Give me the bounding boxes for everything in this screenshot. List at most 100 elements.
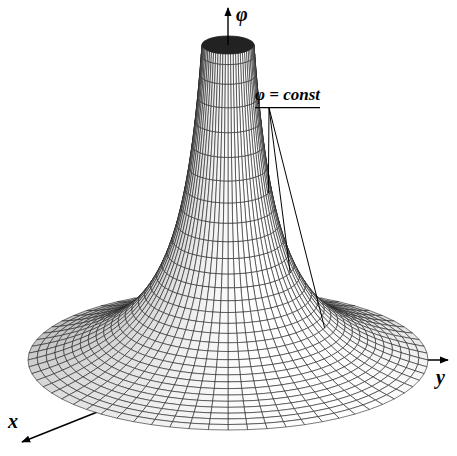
mesh-cell [192,366,205,374]
axis-label: y [436,366,445,388]
mesh-cell [201,381,215,388]
axis-label: x [8,410,18,432]
mesh-cell [228,108,231,133]
mesh-cell [220,312,228,323]
mesh-cell [198,341,209,351]
mesh-cell [202,322,212,333]
mesh-cell [228,419,247,425]
mesh-cell [217,360,228,368]
mesh-cell [194,358,207,367]
mesh-cell [208,342,219,351]
mesh-cell [228,407,245,413]
mesh-cell [231,54,234,65]
mesh-cell [205,359,217,367]
mesh-cell [220,301,228,313]
mesh-cell [232,181,237,203]
mesh-cell [224,133,228,158]
mesh-cell [228,288,235,301]
mesh-cell [211,407,228,413]
mesh-cell [214,388,228,395]
mesh-cell [204,311,213,322]
mesh-cell [222,64,225,84]
mesh-cell [228,312,236,323]
mesh-cell [242,388,257,395]
mesh-cell [217,241,223,258]
mesh-cell [228,223,233,242]
mesh-cell [238,351,249,360]
mesh-cell [212,312,221,323]
mesh-cell [265,422,286,429]
mesh-cell [213,300,221,312]
mesh-cell [231,132,235,157]
mesh-cell [219,323,228,333]
mesh-cell [209,419,228,425]
mesh-cell [223,223,228,242]
mesh-cell [234,274,241,288]
mesh-cell [228,157,232,181]
surface-mesh [28,36,428,430]
mesh-cell [218,223,223,242]
mesh-cell [251,366,264,374]
mesh-cell [228,413,246,419]
mesh-cell [233,223,238,242]
mesh-cell [228,323,237,333]
mesh-cell [224,181,228,203]
mesh-cell [228,395,243,401]
mesh-cell [228,401,244,407]
mesh-cell [198,394,214,401]
mesh-cell [228,181,232,203]
mesh-cell [225,84,228,108]
mesh-cell [225,54,228,65]
mesh-cell [170,422,191,429]
mesh-cell [228,424,248,430]
label-underline [255,107,320,108]
mesh-cell [189,423,209,429]
mesh-cell [228,274,234,288]
mesh-cell [218,343,228,352]
mesh-cell [206,300,214,312]
mesh-cell [199,388,214,395]
mesh-cell [241,381,255,388]
mesh-cell [220,181,225,203]
mesh-cell [240,374,254,382]
mesh-cell [228,388,242,395]
mesh-cell [247,341,258,351]
mesh-cell [222,274,228,288]
mesh-cell [215,274,222,288]
mesh-cell [228,301,236,313]
axis-label: φ [236,3,248,25]
mesh-cell [215,375,228,382]
mesh-cell [253,47,254,58]
mesh-cell [247,423,267,429]
mesh-cell [233,258,239,274]
mesh-cell [200,332,210,342]
mesh-cell [245,332,255,342]
mesh-cell [242,300,250,312]
mesh-cell [243,311,252,322]
mesh-cell [228,351,239,359]
mesh-cell [214,288,221,301]
mesh-cell [283,419,304,427]
mesh-cell [216,258,222,274]
x-axis [22,360,228,442]
mesh-cell [236,323,245,333]
mesh-cell [228,333,237,343]
mesh-cell [244,322,254,333]
mesh-cell [202,47,203,58]
mesh-cell [235,300,243,312]
mesh-cell [237,342,248,351]
mesh-cell [202,374,216,382]
mesh-cell [221,132,225,157]
mesh-cell [239,359,251,367]
mesh-cell [232,157,236,181]
phi-axis [227,8,228,45]
mesh-cell [228,65,231,85]
leader-line [268,108,270,193]
mesh-cell [223,203,228,223]
mesh-cell [196,350,208,359]
mesh-cell [231,64,234,86]
mesh-cell [231,64,234,84]
mesh-cell [228,375,241,382]
